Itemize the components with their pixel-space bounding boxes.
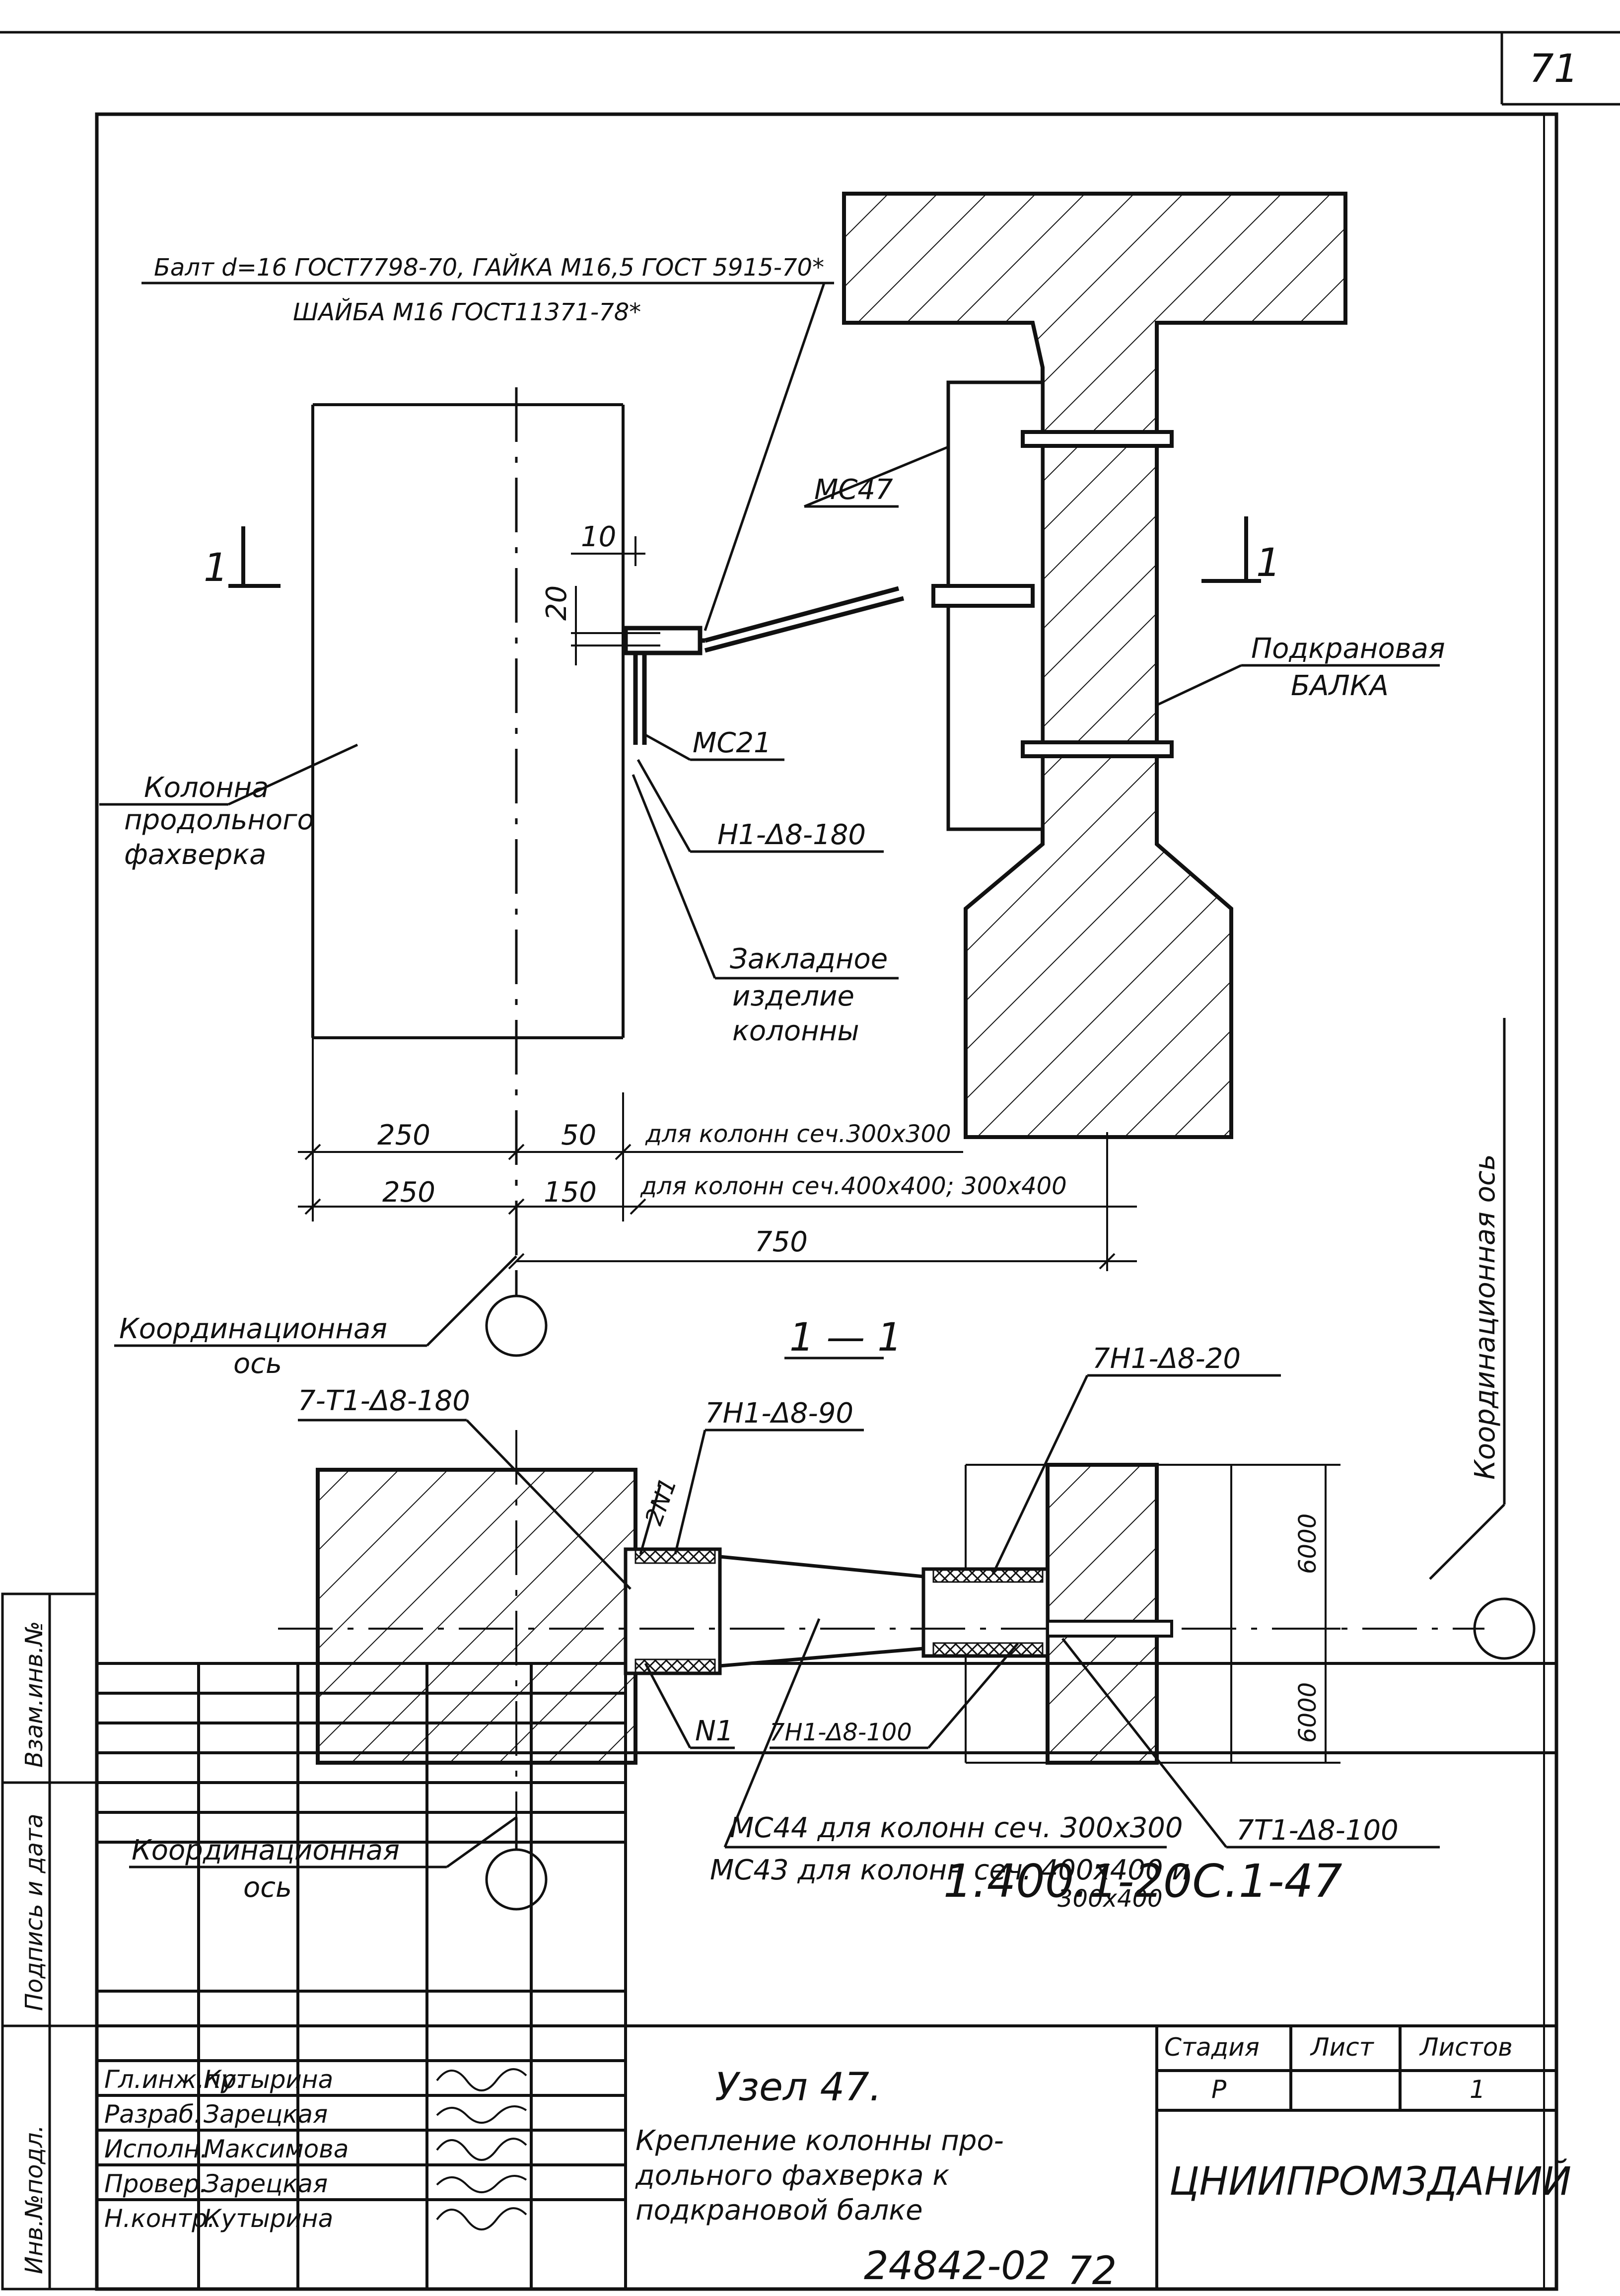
note-col-400: для колонн сеч.400x400; 300x400 xyxy=(640,1172,1067,1200)
label-column-3: фахверка xyxy=(124,839,266,871)
mc21-bracket xyxy=(623,586,905,745)
node-desc-3: подкрановой балке xyxy=(635,2194,923,2226)
weld-top-beam xyxy=(932,1568,1044,1583)
coord-axis-lower-label-1: Координационная xyxy=(132,1834,400,1866)
embedded-plate-column xyxy=(624,1547,722,1675)
role-developed: Разраб. xyxy=(104,2100,202,2129)
label-h1-180: Н1-Δ8-180 xyxy=(717,819,866,851)
coord-axis-lower-label-2: ось xyxy=(243,1871,292,1904)
side-replacement-number: Взам.инв.№ xyxy=(20,1621,48,1768)
dim-150: 150 xyxy=(544,1176,597,1209)
name-developed: Зарецкая xyxy=(204,2100,328,2129)
side-inv-number: Инв.№подл. xyxy=(20,2125,48,2274)
dim-6000-b: 6000 xyxy=(1294,1682,1322,1743)
label-2n1: 2N1 xyxy=(640,1474,683,1529)
crane-beam-section xyxy=(842,192,1347,1139)
plan-leaders xyxy=(298,1374,1440,1849)
weld-bottom-beam xyxy=(932,1642,1044,1657)
label-h1-100: 7Н1-Δ8-100 xyxy=(770,1719,912,1746)
channel-mc44-plan xyxy=(718,1555,925,1668)
dim-10: 10 xyxy=(581,521,616,553)
label-mc47: МС47 xyxy=(814,474,893,506)
archive-sheet: 72 xyxy=(1067,2249,1117,2294)
handwritten-signatures xyxy=(436,2068,527,2230)
sheets-label: Листов xyxy=(1419,2033,1513,2062)
section-marks xyxy=(228,516,1261,588)
notes-block xyxy=(141,282,834,631)
note-col-300: для колонн сеч.300x300 xyxy=(645,1120,951,1148)
label-embedded-2: изделие xyxy=(732,980,854,1012)
beam-elevation xyxy=(311,192,1347,1271)
elevation-leaders xyxy=(99,445,1440,980)
label-beam-1: Подкрановая xyxy=(1251,633,1445,665)
plan-dimension-6000 xyxy=(1291,1464,1340,1764)
plan-section xyxy=(278,1430,1484,1817)
label-t1-100: 7Т1-Δ8-100 xyxy=(1236,1814,1399,1847)
dimension-chains xyxy=(298,1038,1137,1271)
label-beam-2: БАЛКА xyxy=(1291,670,1389,702)
section-mark-right: 1 xyxy=(1256,541,1281,585)
label-mc43-2: 300x400 xyxy=(1057,1885,1163,1913)
label-embedded-3: колонны xyxy=(732,1015,859,1047)
label-h1-20: 7Н1-Δ8-20 xyxy=(1092,1343,1241,1375)
beam-web-plan xyxy=(1046,1463,1159,1765)
node-title: Узел 47. xyxy=(715,2065,882,2110)
dim-50: 50 xyxy=(561,1119,596,1151)
dim-250-b: 250 xyxy=(382,1176,435,1209)
label-mc44: МС44 для колонн сеч. 300x300 xyxy=(730,1812,1183,1844)
small-dimensions xyxy=(571,536,660,665)
node-desc-1: Крепление колонны про- xyxy=(635,2125,1004,2157)
document-code: 1.400.1-20С.1-47 xyxy=(943,1855,1342,1908)
label-column-1: Колонна xyxy=(144,772,269,804)
sheet-frame xyxy=(0,31,1620,2291)
role-chief-engineer: Гл.инж.пр. xyxy=(104,2065,244,2094)
label-h1-90: 7Н1-Δ8-90 xyxy=(705,1397,853,1430)
page-number: 71 xyxy=(1529,47,1578,91)
bolt-note-1: Балт d=16 ГОСТ7798-70, ГАЙКА М16,5 ГОСТ … xyxy=(154,253,824,282)
dim-6000-a: 6000 xyxy=(1294,1513,1322,1574)
organization: ЦНИИПРОМЗДАНИЙ xyxy=(1169,2158,1571,2204)
dim-750: 750 xyxy=(755,1226,808,1258)
label-embedded-1: Закладное xyxy=(730,943,888,975)
dim-20: 20 xyxy=(541,585,573,621)
label-mc43-1: МС43 для колонн сеч. 400x400 и xyxy=(710,1854,1190,1886)
sheets-value: 1 xyxy=(1470,2075,1485,2104)
dim-250-a: 250 xyxy=(377,1119,430,1151)
signature-table: Гл.инж.пр. Разраб. Исполн. Провер. Н.кон… xyxy=(104,2065,527,2233)
title-block xyxy=(95,1574,1556,2289)
node-desc-2: дольного фахверка к xyxy=(635,2159,949,2192)
name-norm-control: Кутырина xyxy=(204,2204,333,2233)
coord-axis-vertical-label: Координационная ось xyxy=(1469,1154,1501,1480)
sheet-label: Лист xyxy=(1310,2033,1375,2062)
role-executed: Исполн. xyxy=(104,2135,208,2163)
label-n1: N1 xyxy=(695,1715,734,1747)
role-checked: Провер. xyxy=(104,2169,208,2198)
stage-label: Стадия xyxy=(1164,2033,1260,2062)
coord-axis-upper xyxy=(114,1255,548,1357)
coord-axis-label-1: Координационная xyxy=(119,1313,387,1345)
anchor-bolt-plan xyxy=(1046,1620,1173,1638)
stage-value: Р xyxy=(1211,2075,1227,2104)
coord-axis-label-2: ось xyxy=(233,1348,282,1380)
coord-axis-right xyxy=(1429,1018,1536,1660)
name-executed: Максимова xyxy=(204,2135,349,2163)
name-chief-engineer: Кутырина xyxy=(204,2065,333,2094)
role-norm-control: Н.контр. xyxy=(104,2204,215,2233)
section-title: 1 — 1 xyxy=(789,1315,902,1360)
name-checked: Зарецкая xyxy=(204,2169,328,2198)
archive-number: 24842-02 xyxy=(864,2244,1051,2289)
label-t1-180: 7-Т1-Δ8-180 xyxy=(298,1385,470,1417)
column-fachwerk-outline xyxy=(311,403,625,1039)
side-signature-date: Подпись и дата xyxy=(20,1813,48,2011)
bolt-note-2: ШАЙБА М16 ГОСТ11371-78* xyxy=(293,298,641,326)
section-mark-left: 1 xyxy=(204,546,228,590)
anchor-bolts xyxy=(931,430,1174,758)
label-column-2: продольного xyxy=(124,804,314,836)
fachwerk-column-plan xyxy=(316,1468,637,1765)
label-mc21: МС21 xyxy=(693,727,772,759)
side-stamp xyxy=(1,1592,98,2291)
